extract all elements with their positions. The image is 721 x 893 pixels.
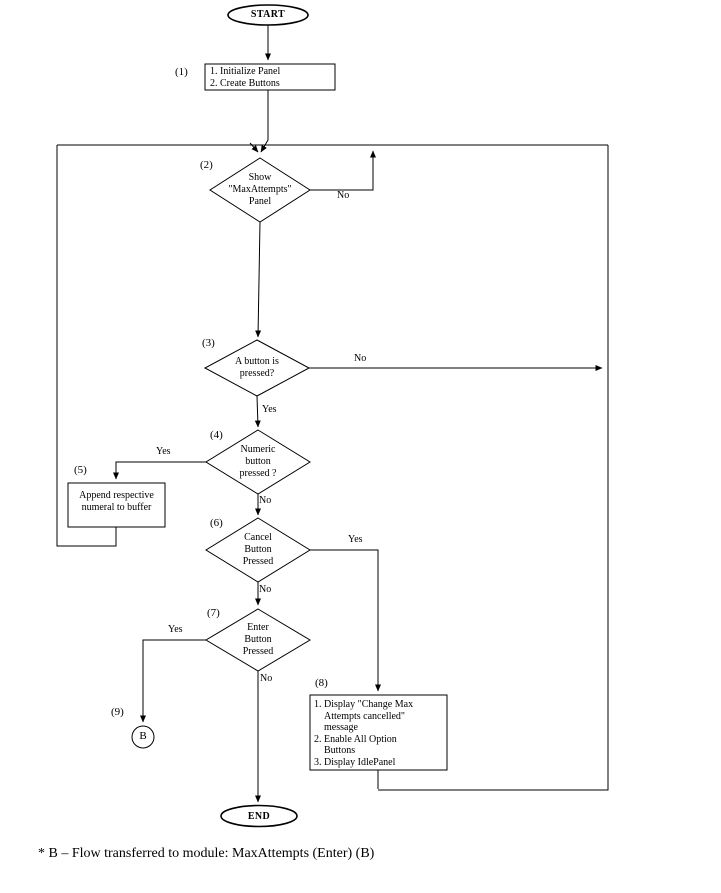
ref-6: (6): [210, 517, 223, 529]
pressed-no-label: No: [354, 353, 367, 364]
numeric-yes-label: Yes: [156, 446, 171, 457]
start-label: START: [250, 9, 286, 20]
ref-2: (2): [200, 159, 213, 171]
ref-4: (4): [210, 429, 223, 441]
cancel-yes-label: Yes: [348, 534, 363, 545]
ref-5: (5): [74, 464, 87, 476]
ref-8: (8): [315, 677, 328, 689]
cancel-message-text: 1. Display "Change Max Attempts cancelle…: [314, 699, 414, 768]
cancel-button-text: Cancel Button Pressed: [242, 532, 274, 567]
numeric-no-label: No: [259, 495, 272, 506]
end-label: END: [247, 811, 271, 822]
ref-9: (9): [111, 706, 124, 718]
enter-no-label: No: [260, 673, 273, 684]
enter-yes-label: Yes: [168, 624, 183, 635]
pressed-yes-label: Yes: [262, 404, 277, 415]
init-process-text: 1. Initialize Panel 2. Create Buttons: [210, 66, 281, 89]
ref-1: (1): [175, 66, 188, 78]
numeric-button-text: Numeric button pressed ?: [239, 444, 277, 479]
show-no-label: No: [337, 190, 350, 201]
ref-7: (7): [207, 607, 220, 619]
show-panel-text: Show "MaxAttempts" Panel: [228, 172, 292, 207]
append-buffer-text: Append respective numeral to buffer: [79, 490, 154, 513]
footnote: * B – Flow transferred to module: MaxAtt…: [38, 846, 375, 861]
cancel-no-label: No: [259, 584, 272, 595]
button-pressed-text: A button is pressed?: [235, 356, 279, 379]
offpage-connector-label: B: [139, 730, 147, 742]
ref-3: (3): [202, 337, 215, 349]
enter-button-text: Enter Button Pressed: [242, 622, 274, 657]
